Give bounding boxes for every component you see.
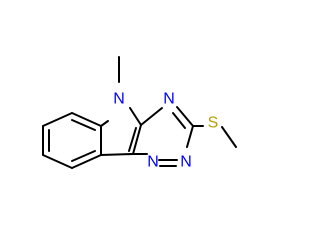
bond-s-methyl	[221, 126, 237, 148]
bonds	[42, 56, 237, 169]
bond-benzene-6-inner	[71, 119, 96, 131]
atom-s-thioether: S	[208, 115, 219, 132]
bond-triazine-n-c3	[176, 106, 194, 127]
atom-n-triazine-top: N	[163, 91, 175, 108]
bond-pyrrole-c4a-c4b-inner	[128, 127, 137, 152]
atom-n-triazine-bottom-right: N	[180, 154, 192, 171]
bond-benzene-1	[42, 112, 73, 127]
molecule-structure: N N N N S	[0, 0, 250, 250]
bond-pyrrole-n-c7a	[100, 120, 109, 127]
bond-pyrrole-n-c4a	[129, 107, 142, 126]
atom-n-triazine-bottom-left: N	[147, 154, 159, 171]
background	[0, 0, 250, 250]
bond-triazine-n-c3-inner	[172, 112, 186, 129]
bond-triazine-c4a-n	[140, 107, 163, 126]
atom-n-pyrrole: N	[113, 91, 125, 108]
bond-benzene-3	[42, 154, 73, 169]
bond-triazine-c3-n2	[186, 125, 194, 148]
bond-benzene-6	[71, 112, 102, 127]
bond-benzene-4	[71, 154, 102, 169]
bond-pyrrole-c3a-c4b	[100, 153, 134, 156]
bond-pyrrole-c4a-c4b	[132, 124, 142, 155]
atom-labels: N N N N S	[113, 91, 218, 171]
bond-benzene-4-inner	[71, 150, 96, 162]
